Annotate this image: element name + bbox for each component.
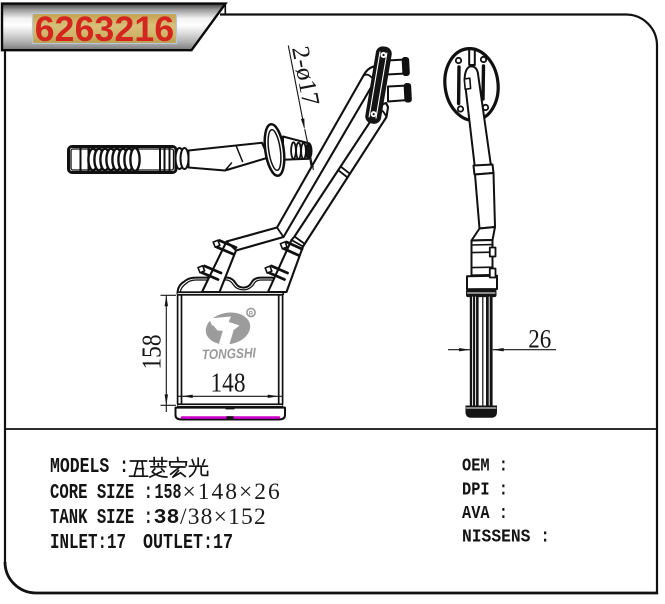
svg-text:TANK SIZE :: TANK SIZE : (50, 507, 153, 530)
svg-text:MODELS :: MODELS : (50, 456, 129, 479)
svg-text:/38×152: /38×152 (180, 504, 267, 530)
svg-text:DPI :: DPI : (462, 480, 508, 501)
svg-text:26: 26 (528, 323, 551, 353)
svg-text:OEM :: OEM : (462, 456, 508, 477)
svg-text:TONGSHI: TONGSHI (202, 345, 257, 362)
svg-text:OUTLET:17: OUTLET:17 (143, 532, 233, 555)
svg-text:158: 158 (137, 335, 167, 370)
svg-text:38: 38 (154, 507, 180, 530)
svg-text:148: 148 (211, 368, 246, 398)
svg-text:6263216: 6263216 (35, 9, 175, 49)
svg-text:AVA :: AVA : (462, 503, 508, 524)
svg-text:R: R (249, 311, 254, 318)
svg-text:NISSENS :: NISSENS : (462, 527, 550, 548)
svg-text:×148×26: ×148×26 (183, 479, 282, 505)
svg-text:INLET:17: INLET:17 (50, 532, 126, 555)
svg-text:158: 158 (155, 482, 182, 505)
svg-text:CORE SIZE :: CORE SIZE : (50, 482, 153, 505)
